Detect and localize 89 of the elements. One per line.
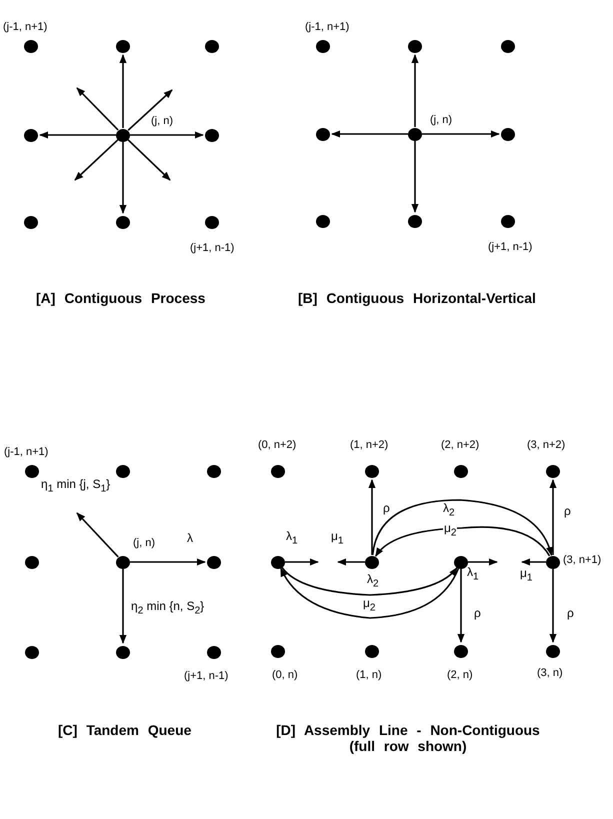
curved-arrow [457, 569, 465, 643]
coordinate-label: (3, n+1) [563, 554, 602, 566]
lattice-point-dot [205, 128, 219, 142]
panel-caption: [D] Assembly Line - Non-Contiguous (full row shown) [275, 722, 541, 754]
lattice-point-dot [24, 128, 38, 142]
curved-arrow [368, 479, 376, 555]
lattice-point-dot [365, 556, 379, 568]
lattice-point-dot [116, 40, 130, 52]
arrow [128, 89, 173, 131]
curved-arrow [119, 569, 127, 644]
lattice-point-dot [501, 214, 515, 228]
lattice-point-dot [546, 644, 560, 658]
curved-arrow [282, 567, 458, 596]
curved-arrow [411, 141, 419, 213]
lattice-point-dot [271, 556, 285, 568]
lattice-point-dot [501, 128, 515, 140]
lattice-point-dot [316, 128, 330, 140]
coordinate-label: (j, n) [133, 537, 155, 549]
coordinate-label: (j, n) [430, 114, 452, 126]
lattice-point-dot [501, 40, 515, 52]
coordinate-label: (1, n+2) [350, 439, 388, 451]
curved-arrow [280, 568, 460, 619]
lattice-point-dot [316, 40, 330, 52]
lattice-point-dot [116, 556, 130, 568]
arrow [74, 139, 118, 181]
curved-arrow [411, 54, 419, 127]
lattice-point-dot [408, 40, 422, 52]
coordinate-label: (j-1, n+1) [305, 21, 350, 33]
coordinate-label: (j, n) [151, 115, 173, 127]
curved-arrow [372, 499, 553, 556]
lattice-point-dot [207, 556, 221, 568]
lattice-point-dot [205, 216, 219, 228]
edge-label: λ [186, 532, 194, 545]
lattice-point-dot [207, 464, 221, 478]
coordinate-label: (j+1, n-1) [190, 242, 234, 254]
curved-arrow [549, 569, 557, 643]
lattice-point-dot [116, 646, 130, 658]
curved-arrow [119, 142, 127, 214]
panel-caption: [A] Contiguous Process [36, 290, 206, 306]
lattice-point-dot [408, 128, 422, 140]
lattice-point-dot [546, 464, 560, 478]
lattice-point-dot [116, 128, 130, 142]
lattice-point-dot [205, 40, 219, 52]
lattice-point-dot [365, 644, 379, 658]
arrow [337, 558, 365, 566]
curved-arrow [119, 54, 127, 128]
arrow [521, 558, 546, 566]
coordinate-label: (j-1, n+1) [4, 446, 48, 458]
lattice-point-dot [365, 464, 379, 478]
lattice-point-dot [408, 214, 422, 228]
coordinate-label: (j+1, n-1) [184, 670, 228, 682]
curved-arrow [130, 558, 206, 566]
lattice-point-dot [454, 556, 468, 568]
arrow [76, 512, 119, 558]
coordinate-label: (j+1, n-1) [488, 241, 532, 253]
coordinate-label: (0, n+2) [258, 439, 296, 451]
curved-arrow [39, 131, 116, 139]
lattice-point-dot [116, 464, 130, 478]
lattice-point-dot [271, 644, 285, 658]
coordinate-label: (3, n+2) [527, 439, 566, 451]
arrow [285, 558, 319, 566]
coordinate-label: (3, n) [537, 667, 563, 679]
lattice-point-dot [116, 216, 130, 228]
coordinate-label: (j-1, n+1) [3, 21, 48, 33]
lattice-point-dot [454, 644, 468, 658]
arrow [468, 558, 498, 566]
arrow [128, 139, 171, 181]
panel-caption: [B] Contiguous Horizontal-Vertical [298, 290, 536, 306]
curved-arrow [549, 479, 557, 555]
curved-arrow [331, 130, 408, 138]
lattice-point-dot [546, 556, 560, 568]
lattice-point-dot [271, 464, 285, 478]
coordinate-label: (2, n+2) [441, 439, 480, 451]
curved-arrow [422, 130, 500, 138]
lattice-point-dot [24, 216, 38, 228]
lattice-point-dot [25, 464, 39, 478]
lattice-point-dot [316, 214, 330, 228]
arrow [76, 87, 119, 131]
panel-caption: [C] Tandem Queue [58, 722, 192, 738]
coordinate-label: (1, n) [356, 669, 382, 681]
curved-arrow [375, 526, 550, 557]
coordinate-label: (2, n) [447, 669, 473, 681]
lattice-point-dot [207, 646, 221, 658]
coordinate-label: (0, n) [272, 669, 298, 681]
lattice-point-dot [25, 556, 39, 568]
lattice-point-dot [24, 40, 38, 52]
curved-arrow [130, 131, 204, 139]
lattice-point-dot [25, 646, 39, 658]
lattice-point-dot [454, 464, 468, 478]
